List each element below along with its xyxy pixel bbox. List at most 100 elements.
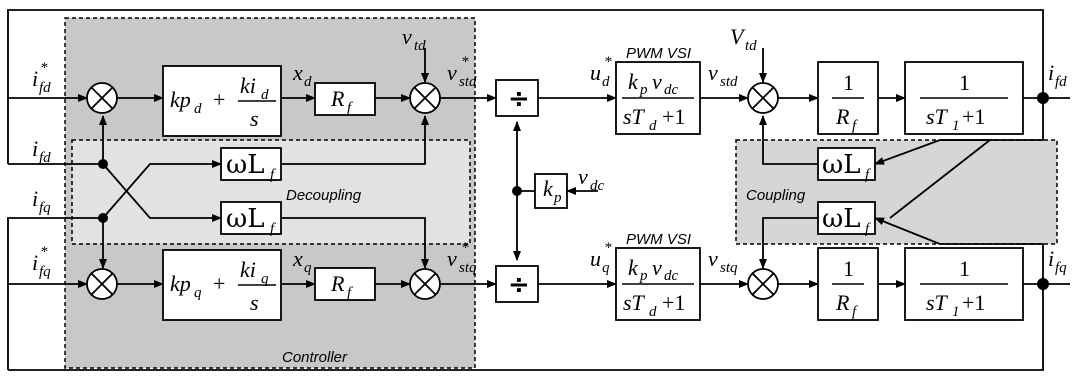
pi-d-kp-sub: d — [194, 101, 202, 117]
fraction-bars — [238, 97, 1008, 286]
pi-q-kp: kp — [170, 271, 191, 296]
i-fq-out-main: i — [1048, 246, 1054, 271]
rf-q-sub: f — [347, 285, 353, 301]
pwm-tf-text-q: k p v dc sT d +1 — [623, 255, 685, 320]
signal-labels: i fd * i fd i fq i fq * v td V td x d x … — [32, 24, 1067, 280]
pi-d-s: s — [250, 106, 259, 131]
kp-block — [534, 173, 568, 209]
i-fd-out-sub: fd — [1055, 74, 1067, 90]
plant-q-den-sub: 1 — [952, 304, 960, 320]
pi-d-ki-sub: d — [261, 87, 269, 103]
omega-lf-block-4 — [817, 201, 876, 235]
x-q-main: x — [292, 246, 303, 271]
inv-rf-d-one: 1 — [843, 70, 854, 95]
omega-lf-1-main: ωL — [226, 150, 264, 180]
x-d-sub: d — [304, 74, 312, 90]
pi-d-text: kp d + ki d s — [170, 73, 269, 131]
pwm-d-den: sT — [623, 104, 646, 129]
rf-q-main: R — [330, 271, 345, 296]
signal-wires — [7, 9, 1070, 371]
inv-rf-d-sub: f — [852, 118, 858, 134]
v-std-ref-sup: * — [461, 54, 469, 70]
v-stq-ref-sub: stq — [459, 260, 477, 276]
sum-junction-d2 — [409, 82, 441, 114]
plant-q-den-plus: +1 — [962, 290, 985, 315]
rf-text: R f R f — [330, 86, 353, 301]
v-stq-ref-sup: * — [461, 240, 469, 256]
coupling-caption: Coupling — [746, 187, 806, 204]
omega-lf-2-main: ωL — [226, 204, 264, 234]
rf-d-sub: f — [347, 100, 353, 116]
omega-lf-2-sub: f — [270, 221, 276, 237]
summing-junctions — [86, 82, 779, 300]
pi-d-ki: ki — [240, 73, 256, 98]
omega-lf-3-sub: f — [865, 167, 871, 183]
i-fd-ref-sub: fd — [39, 80, 51, 96]
pi-q-s: s — [250, 290, 259, 315]
sum-junction-q3 — [747, 268, 779, 300]
u-d-ref-main: u — [590, 60, 601, 85]
inv-rf-q-main: R — [835, 290, 850, 315]
plant-d-one: 1 — [959, 70, 970, 95]
divide-block-q — [495, 265, 539, 303]
pwm-q-den: sT — [623, 290, 646, 315]
sum-junction-q2 — [409, 268, 441, 300]
v-std-ref-main: v — [447, 60, 457, 85]
pi-d-plus: + — [213, 87, 225, 112]
u-q-ref-sub: q — [602, 260, 610, 276]
kp-main: k — [543, 176, 554, 201]
omega-lf-text: ωL f ωL f ωL f ωL f — [226, 150, 871, 237]
v-dc-sub: dc — [590, 178, 605, 194]
inv-rf-q-sub: f — [852, 304, 858, 320]
omega-lf-block-1 — [220, 147, 282, 181]
i-fd-ref-sup: * — [40, 60, 48, 76]
rf-d-main: R — [330, 86, 345, 111]
pwm-q-num-v: v — [652, 255, 662, 280]
V-td-sub: td — [745, 38, 757, 54]
divide-q-symbol: ÷ — [508, 270, 530, 300]
V-td-main: V — [730, 24, 746, 49]
divide-d-symbol: ÷ — [508, 84, 530, 114]
pwm-q-den-sub: d — [649, 304, 657, 320]
v-stq-sub: stq — [720, 260, 738, 276]
pi-q-ki-sub: q — [261, 271, 269, 287]
pwm-q-num-v-sub: dc — [664, 268, 679, 284]
u-d-ref-sub: d — [602, 74, 610, 90]
v-td-main: v — [402, 24, 412, 49]
plant-q-one: 1 — [959, 256, 970, 281]
i-fq-ref-sup: * — [40, 244, 48, 260]
omega-lf-block-2 — [220, 201, 282, 235]
pi-q-kp-sub: q — [194, 285, 202, 301]
pwm-d-num-k-sub: p — [639, 82, 648, 98]
pwm-d-num-k: k — [628, 69, 639, 94]
sum-junction-d3 — [747, 82, 779, 114]
i-fd-ref-main: i — [32, 66, 38, 91]
pi-q-text: kp q + ki q s — [170, 257, 269, 315]
pi-q-plus: + — [213, 271, 225, 296]
omega-lf-block-3 — [817, 147, 876, 181]
pwm-d-den-sub: d — [649, 118, 657, 134]
i-fd-out-main: i — [1048, 60, 1054, 85]
i-fq-main: i — [32, 186, 38, 211]
pwm-vsi-bottom-caption: PWM VSI — [626, 231, 691, 248]
kp-text: k p — [543, 176, 562, 206]
omega-lf-4-sub: f — [865, 221, 871, 237]
v-std-sub: std — [720, 74, 738, 90]
v-td-sub: td — [414, 38, 426, 54]
omega-lf-3-main: ωL — [822, 150, 860, 180]
plant-q-den: sT — [926, 290, 949, 315]
inv-rf-d-main: R — [835, 104, 850, 129]
pi-q-ki: ki — [240, 257, 256, 282]
kp-sub: p — [553, 190, 562, 206]
u-q-ref-sup: * — [604, 240, 612, 256]
rf-block-d — [314, 82, 376, 116]
controller-caption: Controller — [282, 349, 348, 366]
rf-block-q — [314, 267, 376, 301]
i-fq-sub: fq — [39, 200, 51, 216]
pwm-q-den-plus: +1 — [662, 290, 685, 315]
pi-d-kp: kp — [170, 87, 191, 112]
plant-d-den-sub: 1 — [952, 118, 960, 134]
x-q-sub: q — [304, 260, 312, 276]
i-fd-main: i — [32, 136, 38, 161]
